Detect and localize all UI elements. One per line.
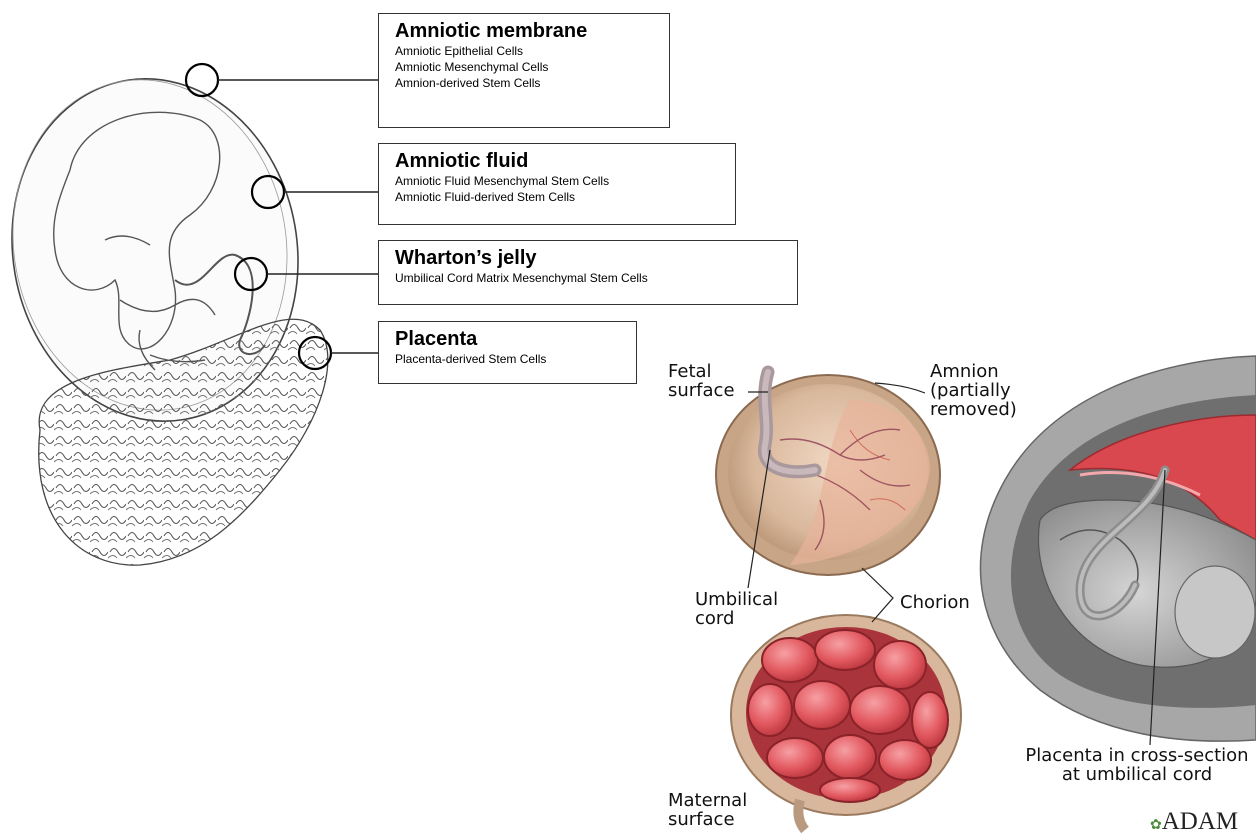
whartons-jelly-title: Wharton’s jelly [395,247,787,270]
maternal-surface-disc [731,615,961,830]
amniotic-membrane-marker [186,64,218,96]
maternal-surface-label: Maternal surface [668,791,747,829]
amniotic-membrane-box: Amniotic membrane Amniotic Epithelial Ce… [378,13,670,128]
box-line: Amniotic Mesenchymal Cells [395,59,659,75]
whartons-jelly-box: Wharton’s jelly Umbilical Cord Matrix Me… [378,240,798,305]
placenta-box: Placenta Placenta-derived Stem Cells [378,321,637,384]
placenta-cross-section-label: Placenta in cross-section at umbilical c… [992,746,1256,784]
amniotic-fluid-box: Amniotic fluid Amniotic Fluid Mesenchyma… [378,143,736,225]
amnion-label: Amnion (partially removed) [930,362,1017,419]
leaf-icon: ✿ [1150,818,1162,833]
fetal-surface-label: Fetal surface [668,362,735,400]
box-line: Amniotic Fluid-derived Stem Cells [395,189,725,205]
umbilical-cord-label: Umbilical cord [695,590,778,628]
box-line: Amnion-derived Stem Cells [395,75,659,91]
placenta-title: Placenta [395,328,626,351]
adam-logo: ✿ADAM [1150,808,1238,836]
box-line: Umbilical Cord Matrix Mesenchymal Stem C… [395,270,787,286]
box-line: Placenta-derived Stem Cells [395,351,626,367]
amniotic-fluid-title: Amniotic fluid [395,150,725,173]
uterus-cross-section [980,356,1256,741]
chorion-label: Chorion [900,593,970,612]
fetal-surface-disc [716,375,940,575]
box-line: Amniotic Epithelial Cells [395,43,659,59]
logo-text: ADAM [1162,808,1238,835]
amniotic-membrane-title: Amniotic membrane [395,20,659,43]
box-line: Amniotic Fluid Mesenchymal Stem Cells [395,173,725,189]
